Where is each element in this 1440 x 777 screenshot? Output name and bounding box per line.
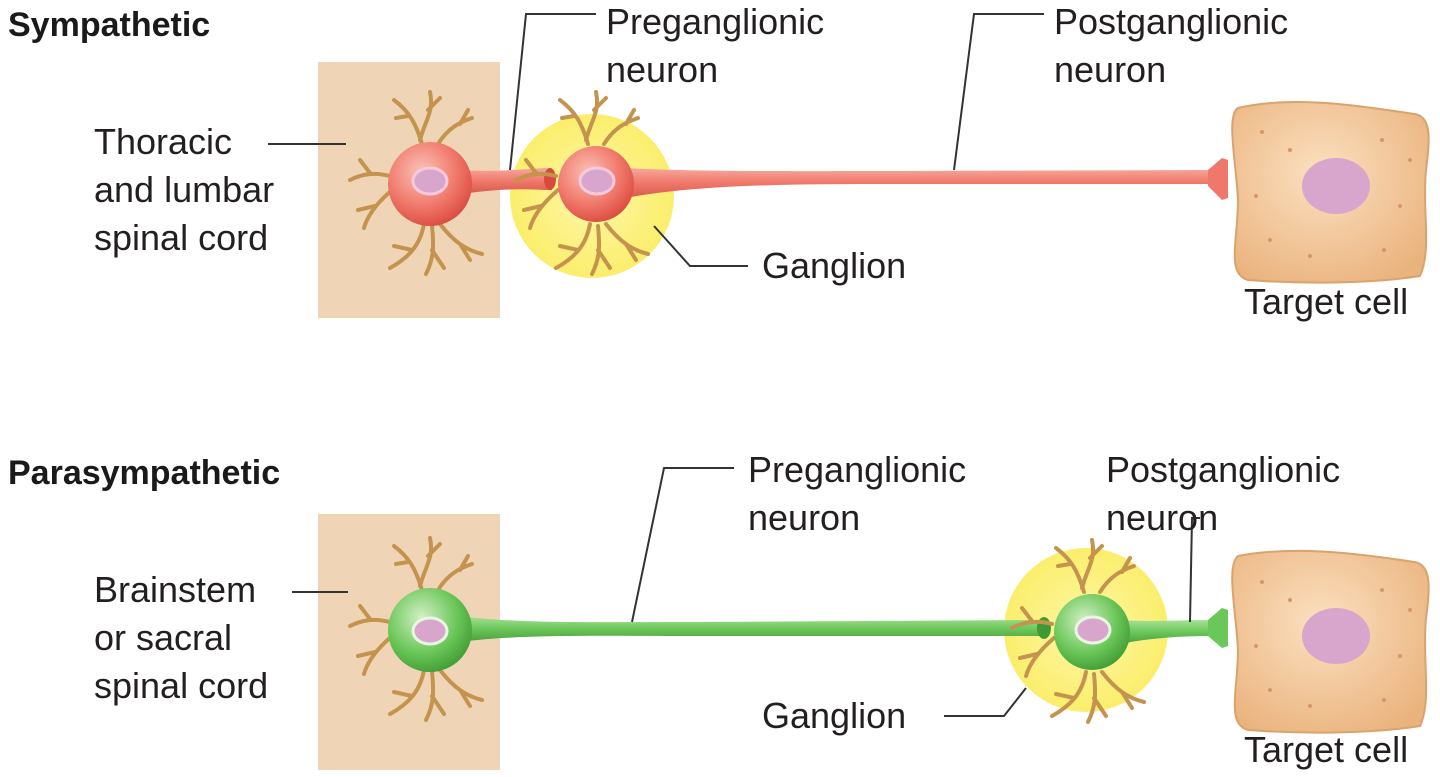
svg-text:neuron: neuron: [606, 49, 718, 90]
parasympathetic-origin-line-3: spinal cord: [94, 665, 268, 706]
svg-text:Thoracic: Thoracic: [94, 121, 232, 162]
sympathetic-preganglionic-line-2: neuron: [606, 49, 718, 90]
parasympathetic-preganglionic-line-2: neuron: [748, 497, 860, 538]
sympathetic-target-cell: [1231, 100, 1430, 284]
svg-text:Postganglionic: Postganglionic: [1054, 1, 1288, 42]
parasympathetic-ganglion-label: Ganglion: [762, 695, 906, 736]
svg-text:Brainstem: Brainstem: [94, 569, 256, 610]
parasympathetic-origin-line-2: or sacral: [94, 617, 232, 658]
svg-text:neuron: neuron: [1106, 497, 1218, 538]
parasympathetic-postganglionic-line-1: Postganglionic: [1106, 449, 1340, 490]
parasympathetic-origin-line-1: Brainstem: [94, 569, 256, 610]
sympathetic-title: Sympathetic: [8, 6, 210, 44]
sympathetic-section: Sympathetic: [8, 1, 1430, 322]
sympathetic-origin-line-2: and lumbar: [94, 169, 274, 210]
parasympathetic-postganglionic-line-2: neuron: [1106, 497, 1218, 538]
sympathetic-origin-line-3: spinal cord: [94, 217, 268, 258]
sympathetic-preganglionic-line-1: Preganglionic: [606, 1, 824, 42]
svg-text:Postganglionic: Postganglionic: [1106, 449, 1340, 490]
svg-text:neuron: neuron: [1054, 49, 1166, 90]
parasympathetic-section: Parasympathetic: [8, 449, 1430, 770]
sympathetic-ganglion-label: Ganglion: [762, 245, 906, 286]
svg-text:spinal cord: spinal cord: [94, 217, 268, 258]
sympathetic-postganglionic-line-2: neuron: [1054, 49, 1166, 90]
svg-text:Preganglionic: Preganglionic: [606, 1, 824, 42]
svg-text:and lumbar: and lumbar: [94, 169, 274, 210]
svg-text:or sacral: or sacral: [94, 617, 232, 658]
parasympathetic-title: Parasympathetic: [8, 454, 280, 492]
svg-text:Preganglionic: Preganglionic: [748, 449, 966, 490]
parasympathetic-preganglionic-line-1: Preganglionic: [748, 449, 966, 490]
sympathetic-postganglionic-line-1: Postganglionic: [1054, 1, 1288, 42]
parasympathetic-preganglionic-neuron: [348, 536, 1051, 722]
sympathetic-postganglionic-neuron: [514, 90, 1228, 276]
parasympathetic-postganglionic-neuron: [1010, 538, 1228, 724]
sympathetic-origin-line-1: Thoracic: [94, 121, 232, 162]
svg-text:neuron: neuron: [748, 497, 860, 538]
parasympathetic-target-label: Target cell: [1244, 729, 1408, 770]
parasympathetic-target-cell: [1231, 549, 1430, 734]
sympathetic-target-label: Target cell: [1244, 281, 1408, 322]
svg-text:spinal cord: spinal cord: [94, 665, 268, 706]
